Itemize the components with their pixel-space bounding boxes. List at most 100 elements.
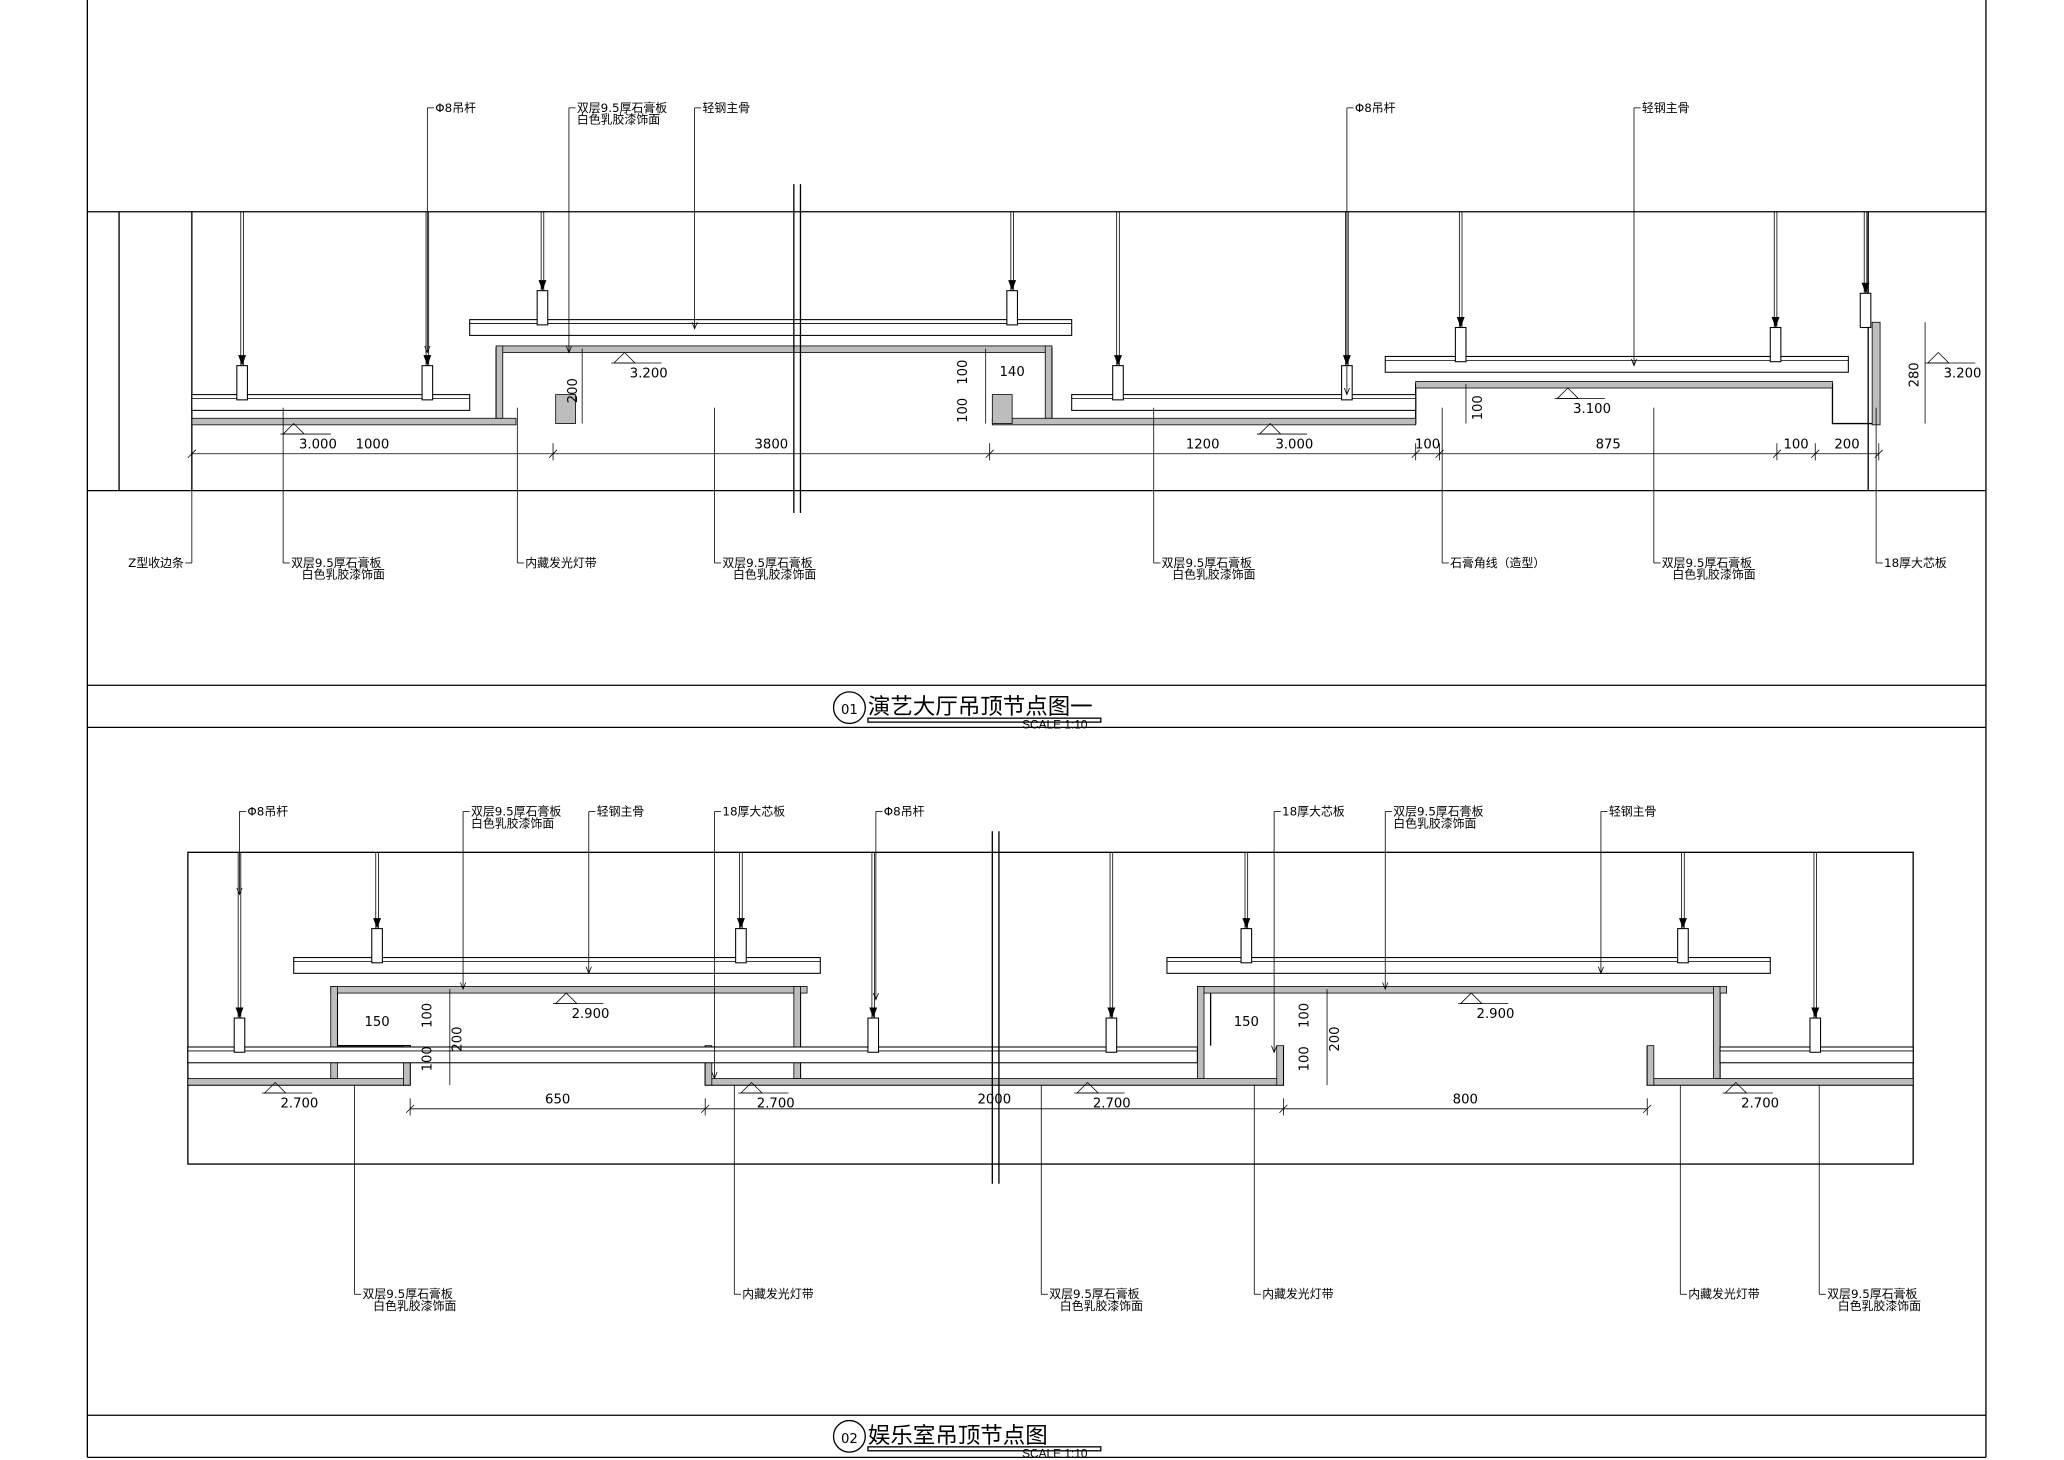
leader-arrow-icon [872,992,879,1001]
dimension-tick [1874,449,1884,459]
hanger-clip [536,290,549,326]
callout-label: 双层9.5厚石膏板 [1162,556,1252,570]
gypsum-board [1646,1078,1914,1086]
dimension-label: 100 [420,1046,435,1071]
gypsum-board [1276,1045,1284,1086]
detail-title: 娱乐室吊顶节点图 [868,1423,1048,1449]
hanger-arrow-icon [423,355,432,366]
elevation-label: 2.700 [757,1097,795,1112]
leader-arrow-icon [1271,1045,1278,1054]
gypsum-board [330,986,338,1079]
dimension-label: 100 [1415,438,1440,453]
gypsum-board [495,345,504,419]
leader-arrow-icon [711,1071,718,1080]
hanger-clip [1112,365,1124,401]
callout-label: 白色乳胶漆饰面 [1172,568,1255,582]
hanger-clip [421,365,434,401]
callout-label: Φ8吊杆 [1355,101,1396,115]
gypsum-board [1196,986,1728,994]
hanger-clip [1859,292,1872,329]
callout-label: 内藏发光灯带 [742,1287,814,1301]
dimension-label: 150 [1234,1015,1259,1030]
gypsum-board [1415,381,1833,389]
gypsum-board [704,1045,713,1086]
callout-label: 轻钢主骨 [597,805,645,819]
hanger-arrow-icon [1114,355,1122,366]
hanger-arrow-icon [1861,282,1870,294]
leader-arrow-icon [1382,982,1389,991]
detail-scale: SCALE 1:10 [1022,718,1088,732]
detail-number: 02 [841,1432,858,1447]
leader-arrow-icon [424,345,431,354]
hanger-clip [1105,1017,1118,1053]
dimension-label: 800 [1453,1093,1478,1108]
dimension-label: 150 [364,1015,389,1030]
elevation-label: 3.100 [1573,402,1611,417]
elevation-label: 3.000 [299,438,337,453]
gypsum-board [991,417,1417,426]
dimension-label: 875 [1596,438,1621,453]
callout-label: 18厚大芯板 [1282,805,1345,819]
hanger-arrow-icon [235,1007,244,1019]
gypsum-board [191,417,517,426]
callout-label: Φ8吊杆 [247,805,288,819]
light-trough [991,394,1013,424]
gypsum-board [704,1078,1284,1086]
hanger-arrow-icon [238,355,247,366]
leader-arrow-icon [565,345,572,354]
main-runner [469,319,1073,336]
detail-number-circle [832,691,866,725]
callout-label: 双层9.5厚石膏板 [577,101,667,115]
hanger-clip [1809,1017,1822,1053]
callout-label: 双层9.5厚石膏板 [363,1287,453,1301]
dimension-label: 100 [1297,1046,1312,1071]
main-runner [187,1046,1198,1064]
dimension-label: 1000 [356,438,390,453]
dimension-label: 140 [1000,365,1025,380]
callout-label: 白色乳胶漆饰面 [733,568,816,582]
dimension-label: 200 [451,1027,466,1052]
callout-label: 双层9.5厚石膏板 [471,805,561,819]
detail-border [187,851,1914,1165]
hanger-clip [1006,290,1018,326]
hanger-arrow-icon [869,1007,878,1019]
hanger-arrow-icon [538,280,547,291]
dimension-label: 3800 [755,438,789,453]
dimension-tick [700,1104,710,1114]
dimension-label: 100 [1783,438,1808,453]
dimension-label: 1200 [1186,438,1220,453]
gypsum-board [403,1045,411,1086]
detail-title: 演艺大厅吊顶节点图一 [868,694,1093,720]
callout-label: 双层9.5厚石膏板 [1662,556,1752,570]
hanger-clip [867,1017,880,1053]
dimension-label: 100 [956,398,971,423]
dimension-label: 100 [420,1003,435,1028]
elevation-label: 3.200 [630,367,668,382]
hanger-clip [1240,928,1253,964]
leader-arrow-icon [1343,387,1350,396]
callout-label: 双层9.5厚石膏板 [291,556,381,570]
gypsum-board [1646,1045,1655,1086]
callout-label: 双层9.5厚石膏板 [1827,1287,1917,1301]
hanger-clip [1677,928,1689,964]
hanger-arrow-icon [1456,316,1465,328]
callout-label: 轻钢主骨 [1642,101,1690,115]
leader-arrow-icon [585,966,592,975]
elevation-marker-icon [1926,351,1950,364]
dimension-tick [985,449,994,459]
hanger-clip [735,928,747,964]
hanger-clip [1454,326,1467,363]
callout-label: 18厚大芯板 [722,805,785,819]
elevation-label: 3.200 [1944,367,1982,382]
callout-label: 轻钢主骨 [703,101,751,115]
callout-label: 白色乳胶漆饰面 [1060,1299,1143,1313]
dimension-label: 280 [1907,362,1922,387]
hanger-arrow-icon [1242,918,1251,929]
hanger-arrow-icon [1771,316,1780,328]
callout-label: 白色乳胶漆饰面 [577,113,660,127]
leader-arrow-icon [1630,358,1638,367]
detail-number-circle [832,1419,866,1453]
elevation-marker-icon [612,351,637,364]
